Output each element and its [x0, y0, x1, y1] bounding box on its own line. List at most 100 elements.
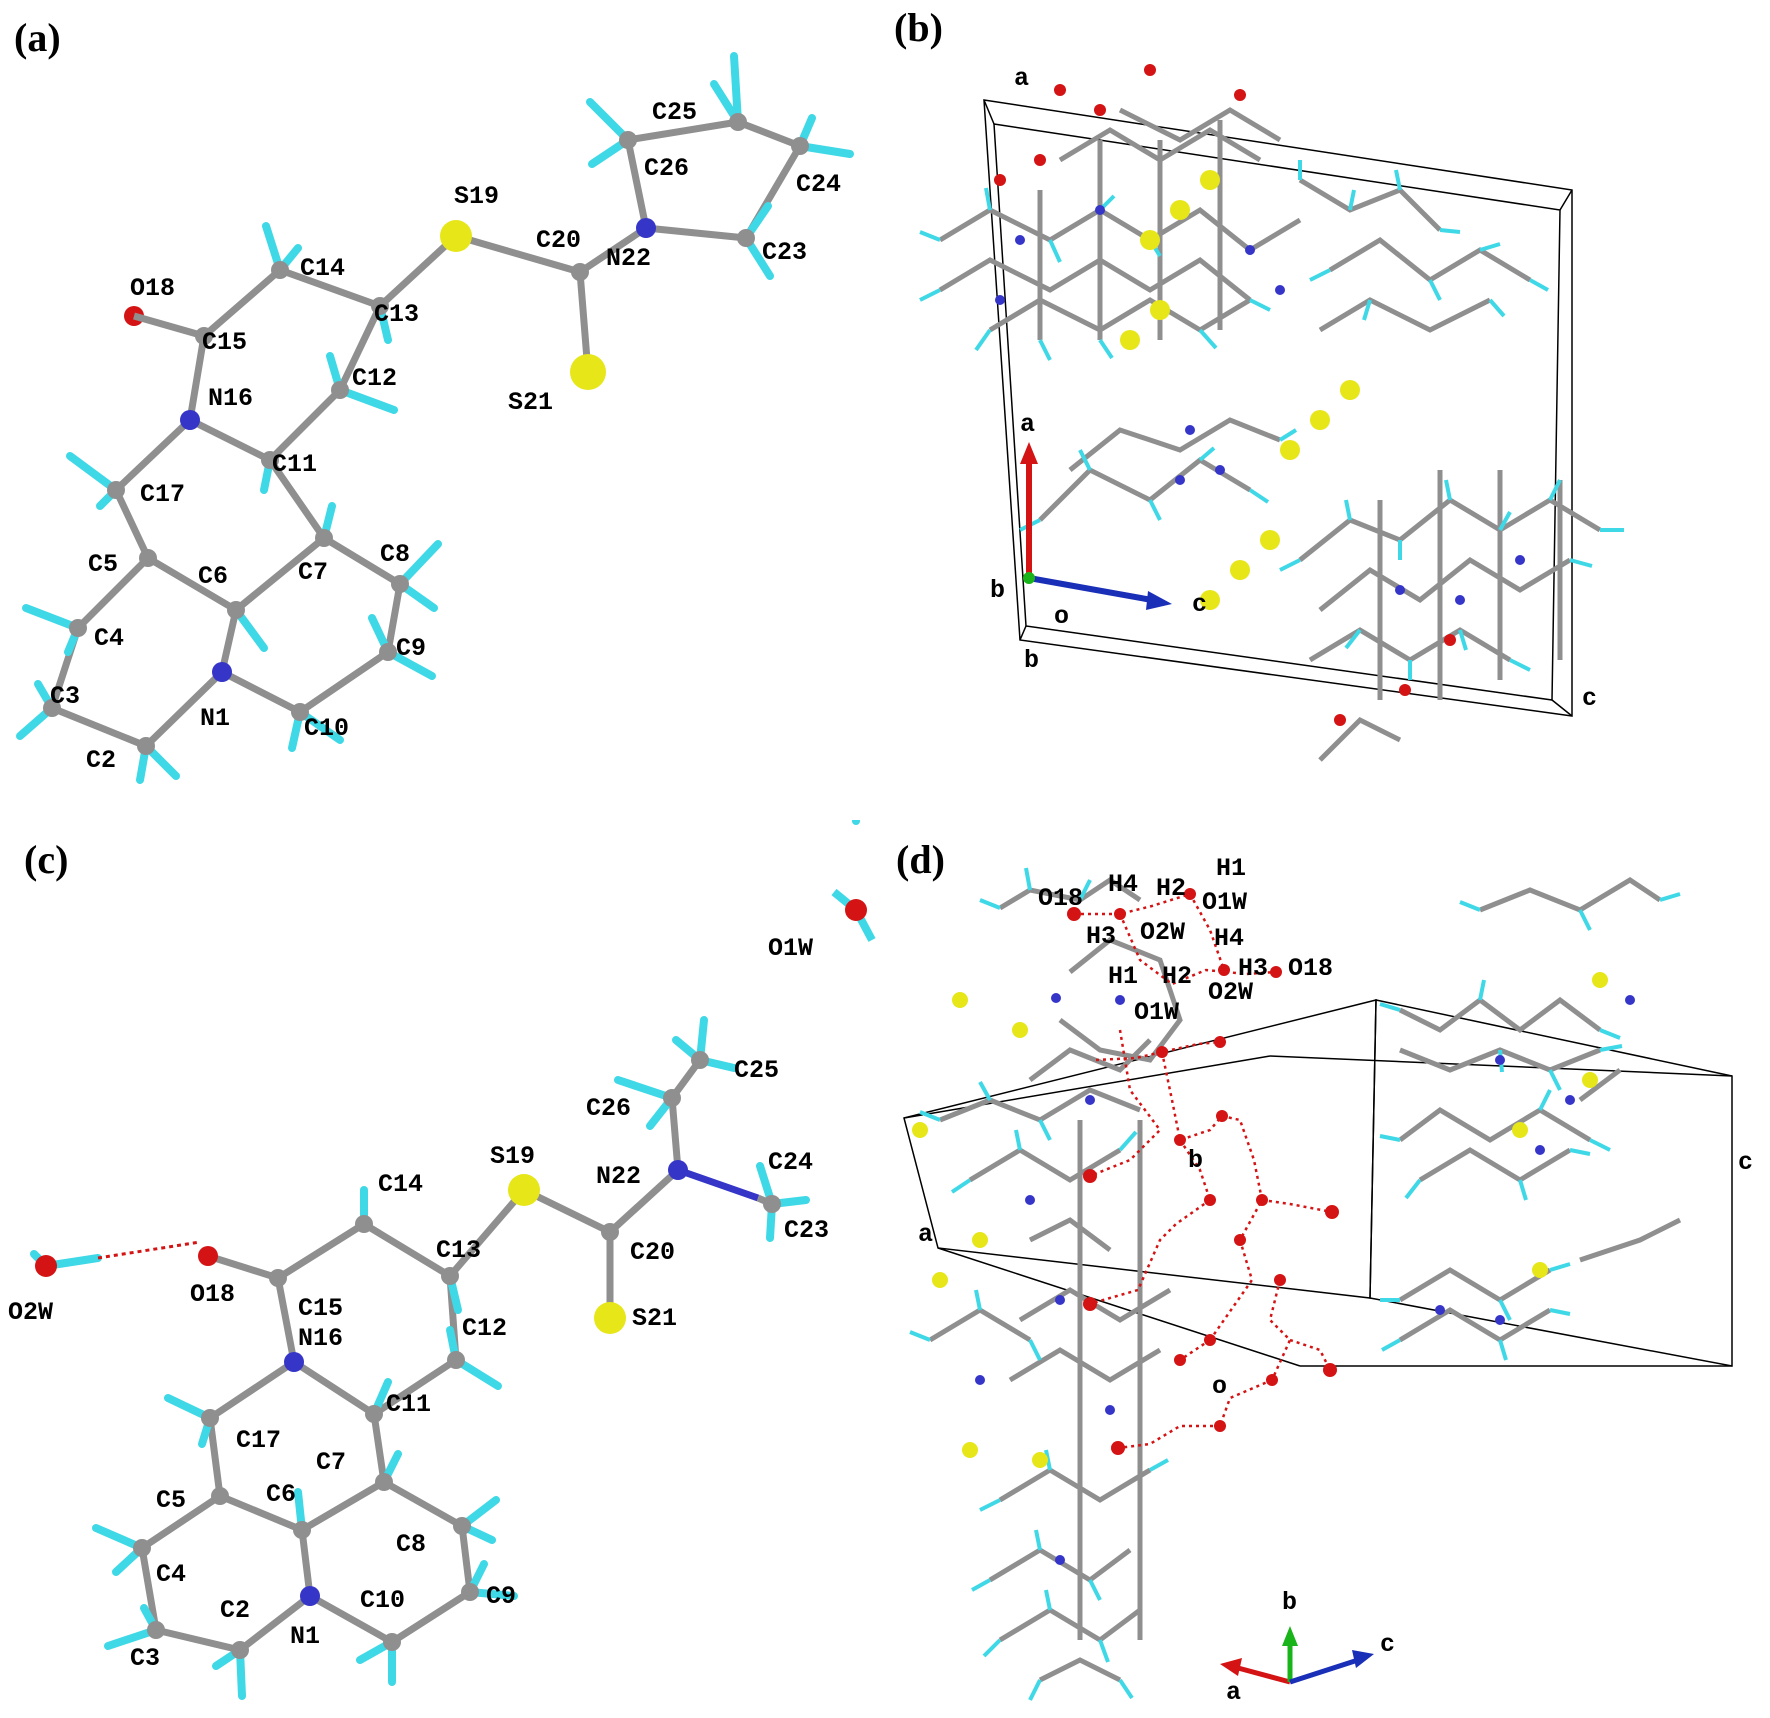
- axis-label-c: c: [1192, 590, 1208, 619]
- atom-label: O18: [190, 1280, 236, 1309]
- hbond-label: O1W: [1134, 998, 1180, 1027]
- atom-label: C15: [298, 1294, 344, 1323]
- atom-label: C20: [630, 1238, 676, 1267]
- atom-label: C8: [380, 540, 411, 569]
- atom-label: N22: [606, 244, 652, 273]
- cell-label-o: o: [1054, 602, 1070, 631]
- cell-label-c: c: [1738, 1148, 1754, 1177]
- hbond-network: [1074, 892, 1333, 1450]
- atom-label: C23: [762, 238, 808, 267]
- hbond-label: H2: [1156, 874, 1187, 903]
- atom-label: C2: [86, 746, 117, 775]
- atom-label: C8: [396, 1530, 427, 1559]
- axis-label-c: c: [1380, 1630, 1396, 1659]
- atom-label: C26: [644, 154, 690, 183]
- atom-label: C9: [486, 1582, 517, 1611]
- packed-heteroatoms: [994, 64, 1525, 726]
- atom-label: C15: [202, 328, 248, 357]
- hydrogens-d: [909, 867, 1681, 1701]
- axis-arrows-d: [1220, 1626, 1374, 1685]
- axis-label-b: b: [1282, 1588, 1298, 1617]
- atom-label: C13: [436, 1236, 482, 1265]
- atom-label: O2W: [8, 1298, 54, 1327]
- atom-label: C11: [386, 1390, 432, 1419]
- atom-label: C3: [50, 682, 81, 711]
- hetero-atoms-d: [912, 888, 1635, 1565]
- packed-hydrogens: [919, 160, 1624, 680]
- atom-label: C17: [236, 1426, 282, 1455]
- panel-d-svg: [903, 867, 1733, 1701]
- cell-label-o: o: [1212, 1372, 1228, 1401]
- hbond-label: O1W: [1202, 888, 1248, 917]
- hbond-label: O18: [1038, 884, 1084, 913]
- atom-label: N16: [208, 384, 254, 413]
- cell-label-a: a: [1014, 64, 1030, 93]
- atom-label: C5: [88, 550, 119, 579]
- atom-label: C23: [784, 1216, 830, 1245]
- atom-label: S19: [454, 182, 500, 211]
- atom-label: C4: [156, 1560, 187, 1589]
- panel-a-hydrogens: [16, 52, 854, 784]
- molecules-d: [928, 876, 1682, 1683]
- panel-a-molecule: N1 C2 C3 C4 C5 C6 C7 C8 C9 C10 C11 C12 C…: [0, 0, 880, 820]
- atom-label: C20: [536, 226, 582, 255]
- axis-label-a: a: [1020, 410, 1036, 439]
- atom-label: C6: [266, 1480, 297, 1509]
- panel-label-a: (a): [14, 15, 61, 60]
- panel-c-bonds: [138, 1056, 704, 1654]
- atom-label: S21: [508, 388, 554, 417]
- atom-label: C9: [396, 634, 427, 663]
- axis-label-b: b: [990, 576, 1006, 605]
- atom-label: C10: [360, 1586, 406, 1615]
- atom-label: C3: [130, 1644, 161, 1673]
- hbond-label: H4: [1214, 924, 1245, 953]
- water-o2w: [35, 1255, 57, 1277]
- atom-label: O18: [130, 274, 176, 303]
- atom-label: C2: [220, 1596, 251, 1625]
- atom-label: C5: [156, 1486, 187, 1515]
- hbond-label: H1: [1216, 854, 1247, 883]
- atom-label: C4: [94, 624, 125, 653]
- panel-label-c: (c): [24, 837, 69, 882]
- panel-c-molecule: N1 C2 C3 C4 C5 C6 C7 C8 C9 C10 C11 C12 C…: [0, 820, 880, 1718]
- panel-c-atoms: [133, 1051, 781, 1659]
- hbond-label: O2W: [1140, 918, 1186, 947]
- unit-cell-d: [903, 999, 1733, 1367]
- panel-label-b: (b): [894, 5, 943, 50]
- panel-b-svg: [919, 64, 1624, 762]
- atom-label: O1W: [768, 934, 814, 963]
- cell-label-b: b: [1024, 646, 1040, 675]
- atom-label: C12: [462, 1314, 508, 1343]
- panel-b-packing: a b c o a b c: [880, 0, 1770, 820]
- panel-a-svg: [16, 52, 854, 784]
- atom-label: N16: [298, 1324, 344, 1353]
- panel-d-hbond-network: O18 H4 H2 H1 O1W H3 O2W H4 H3 O18 H1 H2 …: [880, 820, 1770, 1718]
- atom-label: C26: [586, 1094, 632, 1123]
- cell-label-c: c: [1582, 684, 1598, 713]
- atom-label: C13: [374, 300, 420, 329]
- atom-label: N1: [290, 1622, 321, 1651]
- hbond-label: H3: [1238, 954, 1269, 983]
- hbond-label: H3: [1086, 922, 1117, 951]
- atom-label: C24: [768, 1148, 814, 1177]
- atom-label: C25: [734, 1056, 780, 1085]
- atom-label: C25: [652, 98, 698, 127]
- atom-label: C14: [300, 254, 346, 283]
- packed-molecules-upper: [938, 107, 1532, 340]
- atom-label: C7: [298, 558, 329, 587]
- panel-a-atoms: [43, 113, 809, 755]
- axis-label-a: a: [1226, 1678, 1242, 1707]
- panel-a-bonds: [48, 118, 804, 750]
- atom-label: C7: [316, 1448, 347, 1477]
- hbond-label: H1: [1108, 962, 1139, 991]
- panel-label-d: (d): [896, 837, 945, 882]
- atom-label: C11: [272, 450, 318, 479]
- hbond-label: H2: [1162, 962, 1193, 991]
- cell-label-b: b: [1188, 1146, 1204, 1175]
- hbond-label: O2W: [1208, 978, 1254, 1007]
- axis-arrows-b: [1020, 442, 1172, 610]
- unit-cell: [983, 99, 1573, 717]
- n-c23-bond: [676, 1166, 760, 1202]
- atom-label: N1: [200, 704, 231, 733]
- atom-label: S19: [490, 1142, 536, 1171]
